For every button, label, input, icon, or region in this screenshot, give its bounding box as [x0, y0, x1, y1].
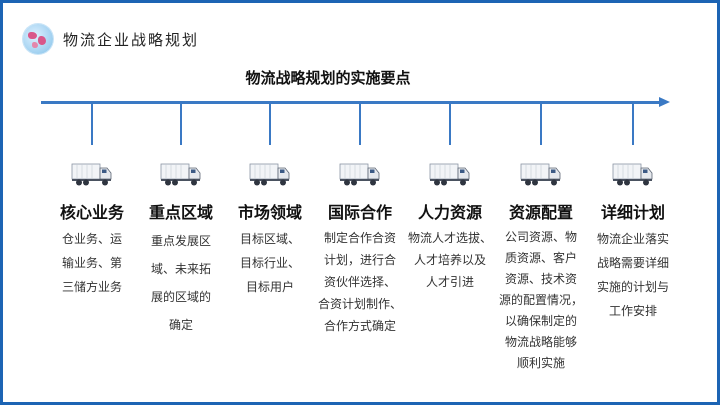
description-line: 资源、技术资	[504, 272, 577, 286]
truck-icon	[249, 161, 291, 187]
milestone-description: 物流企业落实战略需要详细实施的计划与工作安排	[587, 227, 679, 323]
timeline-stem	[540, 103, 542, 145]
description-line: 输业务、第	[61, 256, 122, 270]
description-line: 域、未来拓	[150, 262, 211, 276]
milestone-heading: 重点区域	[148, 203, 213, 222]
description-line: 公司资源、物	[504, 230, 577, 244]
timeline-stem	[359, 103, 361, 145]
timeline-stem	[269, 103, 271, 145]
truck-icon	[160, 161, 202, 187]
milestone-heading: 详细计划	[600, 203, 665, 222]
description-line: 计划，进行合	[323, 253, 396, 267]
description-line: 物流企业落实	[596, 232, 669, 246]
milestone-description: 仓业务、运输业务、第三储方业务	[46, 227, 138, 299]
description-line: 展的区域的	[150, 290, 211, 304]
description-line: 制定合作合资	[323, 231, 396, 245]
description-line: 质资源、客户	[504, 251, 577, 265]
description-line: 人才引进	[425, 275, 474, 289]
description-line: 战略需要详细	[596, 256, 669, 270]
description-line: 顺利实施	[516, 356, 565, 370]
description-line: 目标行业、	[239, 256, 300, 270]
milestone-heading: 人力资源	[417, 203, 482, 222]
description-line: 目标区域、	[239, 232, 300, 246]
description-line: 目标用户	[245, 280, 294, 294]
description-line: 人才培养以及	[413, 253, 486, 267]
milestone-heading: 核心业务	[59, 203, 124, 222]
truck-icon	[339, 161, 381, 187]
description-line: 物流战略能够	[504, 335, 577, 349]
description-line: 实施的计划与	[596, 280, 669, 294]
description-line: 工作安排	[608, 304, 657, 318]
milestone-description: 目标区域、目标行业、目标用户	[224, 227, 316, 299]
main-title: 物流战略规划的实施要点	[245, 69, 411, 87]
timeline-line	[41, 101, 661, 104]
description-line: 重点发展区	[150, 234, 211, 248]
milestone-description: 重点发展区域、未来拓展的区域的确定	[135, 227, 227, 339]
truck-icon	[520, 161, 562, 187]
truck-icon	[429, 161, 471, 187]
timeline-stem	[91, 103, 93, 145]
milestone-description: 公司资源、物质资源、客户资源、技术资源的配置情况， 以确保制定的物流战略能够顺利实…	[495, 227, 587, 374]
timeline-stem	[180, 103, 182, 145]
description-line: 源的配置情况，	[498, 293, 583, 307]
description-line: 以确保制定的	[504, 314, 577, 328]
milestone-description: 制定合作合资计划，进行合资伙伴选择、合资计划制作、合作方式确定	[314, 227, 406, 337]
logo-emblem	[23, 24, 53, 54]
timeline-arrowhead-icon	[659, 97, 670, 107]
description-line: 物流人才选拔、	[407, 231, 492, 245]
truck-icon	[612, 161, 654, 187]
timeline-stem	[449, 103, 451, 145]
milestone-heading: 市场领域	[237, 203, 302, 222]
truck-icon	[71, 161, 113, 187]
timeline-stem	[632, 103, 634, 145]
description-line: 三储方业务	[61, 280, 122, 294]
description-line: 合作方式确定	[323, 319, 396, 333]
milestone-heading: 国际合作	[327, 203, 392, 222]
milestone-description: 物流人才选拔、人才培养以及人才引进	[404, 227, 496, 293]
milestone-heading: 资源配置	[508, 203, 573, 222]
description-line: 仓业务、运	[61, 232, 122, 246]
header-title: 物流企业战略规划	[63, 31, 200, 49]
description-line: 资伙伴选择、	[323, 275, 396, 289]
description-line: 合资计划制作、	[317, 297, 402, 311]
description-line: 确定	[168, 318, 193, 332]
